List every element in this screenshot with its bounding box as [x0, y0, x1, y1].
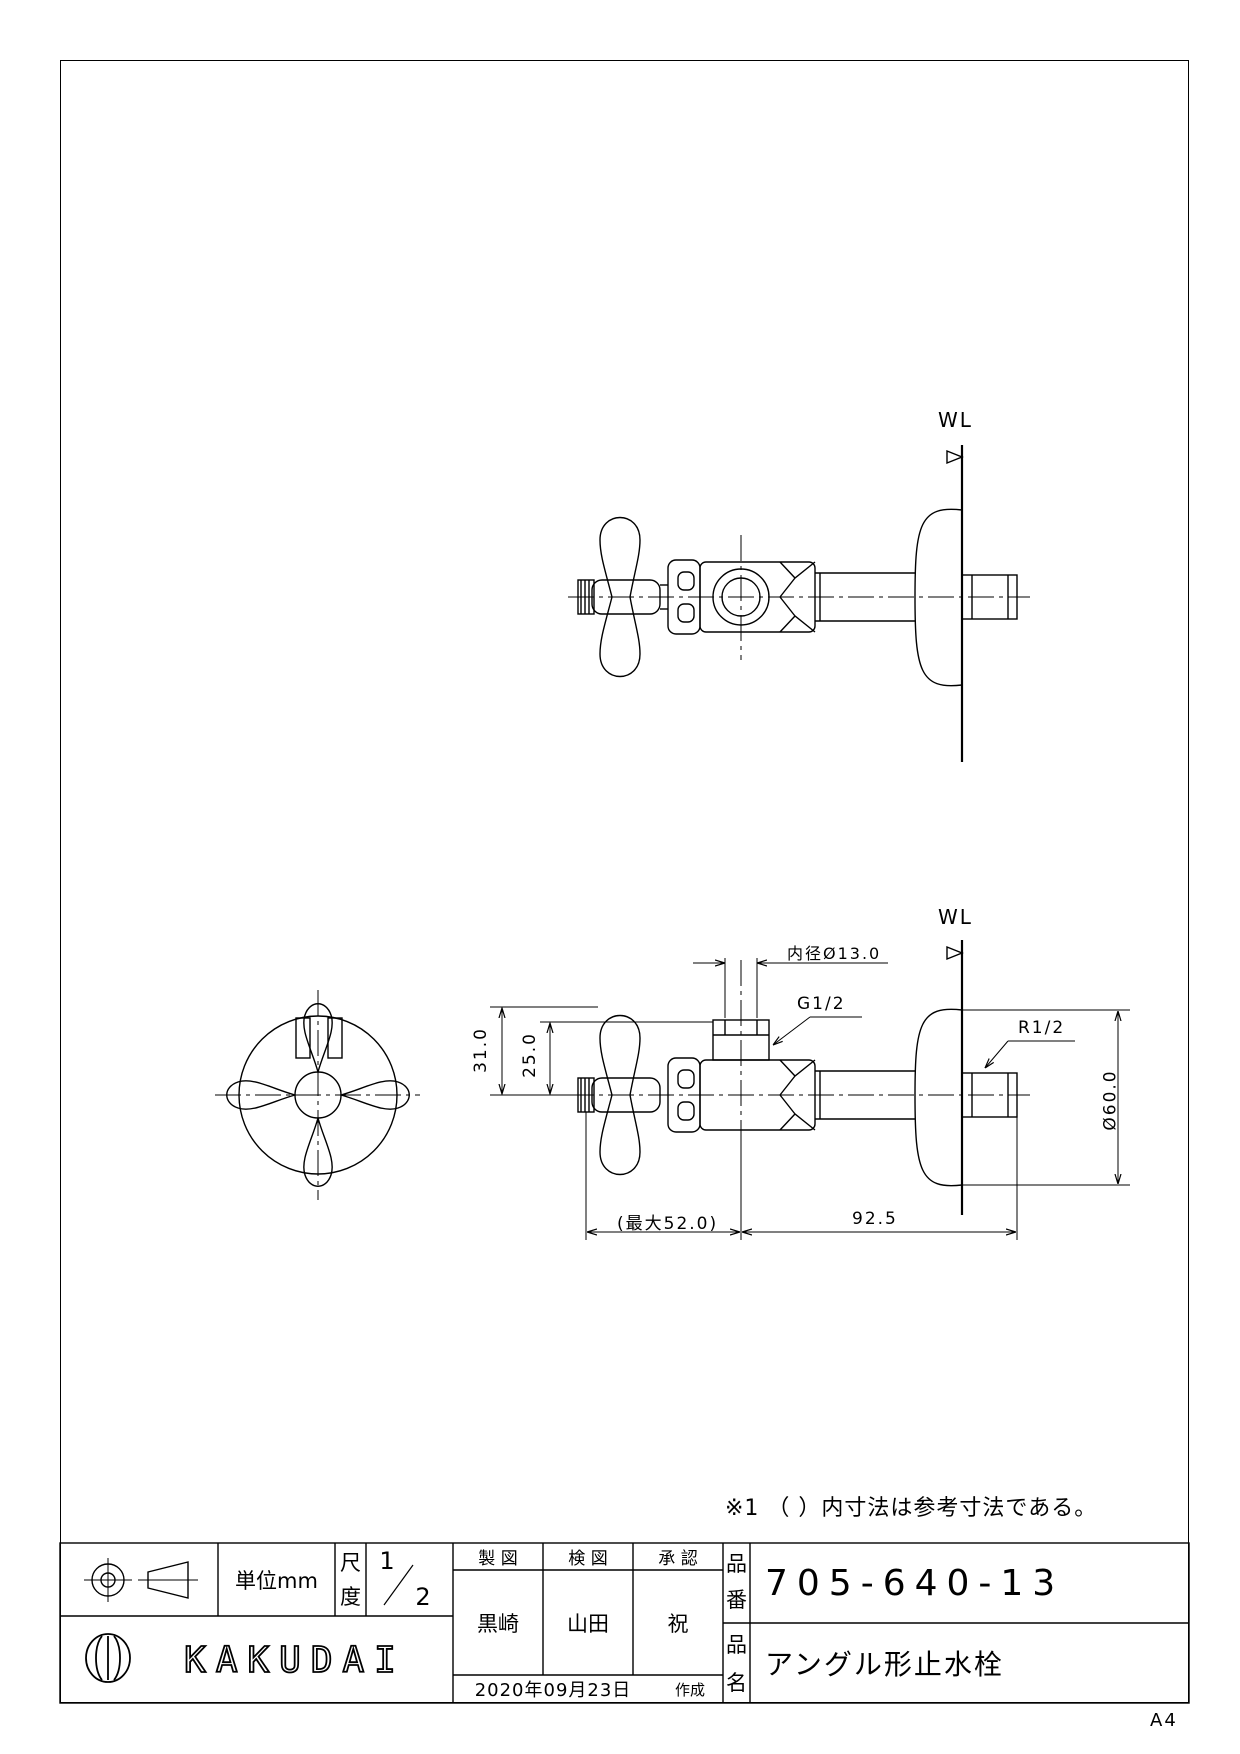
projection-symbol-icon [84, 1558, 198, 1602]
created-label: 作成 [674, 1680, 705, 1699]
checked-by: 山田 [567, 1611, 609, 1636]
created-date: 2020年09月23日 [474, 1680, 632, 1701]
reference-note: ※1 （ ）内寸法は参考寸法である。 [725, 1496, 1098, 1521]
top-view [568, 445, 1030, 762]
scale-label-1: 尺 [340, 1551, 361, 1575]
scale-numerator: 1 [379, 1547, 395, 1575]
length-92-5-dim: 92.5 [852, 1209, 898, 1229]
unit-label: 単位mm [235, 1568, 318, 1593]
scale-label-2: 度 [340, 1585, 361, 1609]
height-25-dim: 25.0 [519, 1032, 540, 1078]
escutcheon-side [238, 1015, 398, 1175]
title-block [59, 1542, 1190, 1704]
side-view [215, 990, 420, 1200]
wl-label-front: WL [938, 905, 973, 929]
thread-g-dim: G1/2 [797, 994, 846, 1014]
height-31-dim: 31.0 [470, 1027, 491, 1073]
paper-size: A4 [1150, 1710, 1178, 1731]
inner-diameter-dim: 内径Ø13.0 [787, 944, 882, 963]
front-view [568, 940, 1030, 1215]
approved-label: 承 認 [658, 1549, 698, 1569]
part-no-label-2: 番 [726, 1588, 747, 1612]
max-52-dim: (最大52.0) [617, 1214, 719, 1234]
diameter-60-dim: Ø60.0 [1100, 1069, 1121, 1131]
part-name: アングル形止水栓 [765, 1648, 1004, 1681]
drawn-label: 製 図 [478, 1549, 518, 1569]
approved-by: 祝 [667, 1611, 689, 1636]
part-name-label-2: 名 [726, 1671, 747, 1695]
thread-r-dim: R1/2 [1018, 1018, 1066, 1038]
escutcheon-top [914, 508, 963, 687]
wl-marker-front [946, 945, 964, 961]
part-name-label-1: 品 [726, 1633, 747, 1657]
wl-marker-top [946, 449, 964, 465]
part-no-label-1: 品 [726, 1552, 747, 1576]
scale-denominator: 2 [415, 1583, 431, 1611]
checked-label: 検 図 [568, 1549, 608, 1569]
kakudai-logo-icon [85, 1633, 131, 1683]
dimension-lines [490, 958, 1130, 1240]
wl-label-top: WL [938, 408, 973, 432]
drawn-by: 黒崎 [477, 1611, 519, 1636]
company-name: KAKUDAI [183, 1639, 406, 1682]
part-number: 705-640-13 [765, 1562, 1065, 1604]
